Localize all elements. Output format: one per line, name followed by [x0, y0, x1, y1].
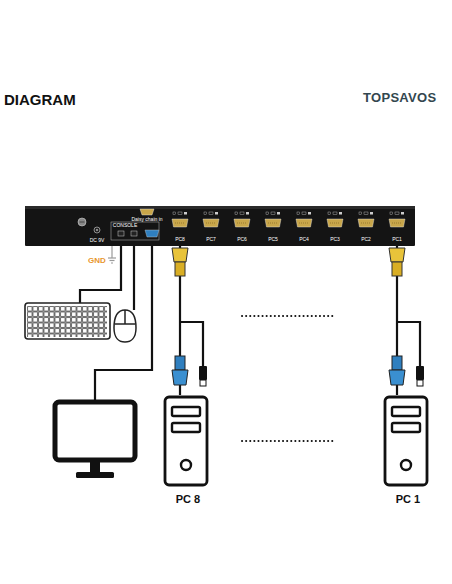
- port-label: PC5: [268, 237, 278, 242]
- monitor: [55, 402, 135, 478]
- pc-tower: PC 1: [381, 395, 435, 505]
- diagram-title: DIAGRAM: [4, 91, 76, 108]
- ground-label: GND: [88, 256, 106, 265]
- port-label: PC4: [299, 237, 309, 242]
- port-label: PC8: [175, 237, 185, 242]
- pc-label: PC 8: [161, 493, 215, 505]
- computer-tower: [383, 395, 429, 487]
- pc-label: PC 1: [381, 493, 435, 505]
- panel-label: DC 9V: [90, 238, 105, 243]
- panel-label: Daisy chain in: [131, 217, 162, 222]
- ground-wire: [108, 246, 116, 263]
- computer-tower: [163, 395, 209, 487]
- mouse: [114, 310, 136, 342]
- dotted-line: [242, 316, 336, 441]
- port-label: PC6: [237, 237, 247, 242]
- pc-tower: PC 8: [161, 395, 215, 505]
- kvm-switch: DC 9V CONSOLEDaisy chain in PC8 PC7 PC6 PC5 PC…: [25, 206, 415, 246]
- kvm-front-panel: [25, 206, 415, 246]
- keyboard: [25, 303, 110, 339]
- pc1-cable-plugs: [389, 248, 424, 386]
- port-label: PC1: [392, 237, 402, 242]
- port-label: PC7: [206, 237, 216, 242]
- port-label: PC2: [361, 237, 371, 242]
- panel-label: CONSOLE: [113, 223, 137, 228]
- brand-logo: TOPSAVOS: [363, 90, 436, 105]
- pc8-cable-plugs: [172, 248, 207, 386]
- port-label: PC3: [330, 237, 340, 242]
